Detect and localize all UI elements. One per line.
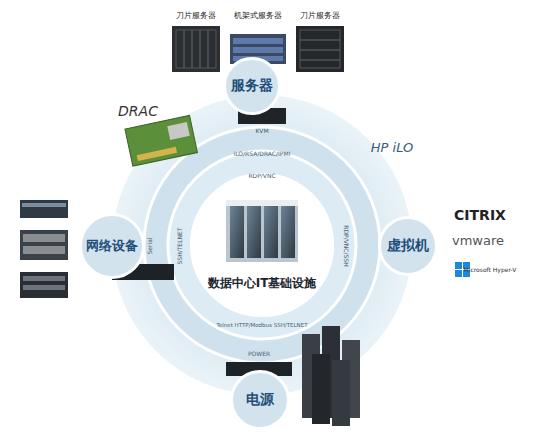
circle-shape (192, 175, 333, 316)
circle-shape (232, 372, 289, 429)
node-label: 虚拟机 (387, 237, 429, 255)
server-type: 机架式服务器 (234, 12, 282, 21)
power-circle: 电源 (230, 370, 290, 430)
center-disc (190, 173, 334, 317)
node-label: 电源 (246, 391, 274, 409)
server-type: 刀片服务器 (176, 12, 216, 21)
circle-shape (225, 59, 280, 114)
node-label: 数据中心IT基础设施 (208, 275, 317, 292)
circle-outline (190, 173, 334, 317)
protocol-label: RDP/VNC (248, 173, 275, 180)
middle-ring (144, 127, 380, 363)
port-label: KVM (255, 128, 268, 135)
protocol-label: RDP/VNC/SSH (343, 225, 350, 266)
network-devices (20, 200, 174, 298)
node-label: 网络设备 (86, 237, 138, 255)
card-name: DRAC (118, 104, 158, 119)
vendor-logo: vmware (452, 234, 504, 248)
vendor-logo: CITRIX (454, 208, 506, 223)
protocol-label: Telnet HTTP/Modbus SSH/TELNET (216, 322, 307, 328)
network-circle: 网络设备 (79, 213, 145, 279)
server-circle: 服务器 (223, 57, 281, 115)
node-label: 服务器 (231, 77, 273, 95)
outer-ring (112, 95, 412, 395)
server-type: 刀片服务器 (300, 12, 340, 21)
card-name: HP iLO (371, 141, 413, 155)
port-label: POWER (248, 351, 270, 358)
center-circle: 数据中心IT基础设施 (190, 173, 334, 317)
inner-ring (168, 151, 356, 339)
protocol-label: SSH/TELNET (177, 228, 184, 265)
vendor-logo: Microsoft Hyper-V (464, 267, 517, 274)
drac-card (125, 115, 197, 166)
data-center-photo (226, 200, 298, 262)
vm-circle: 虚拟机 (378, 216, 438, 276)
circle-shape (81, 215, 144, 278)
protocol-label: iLO/RSA/DRAC/IPMI (234, 151, 291, 158)
circle-shape (380, 218, 437, 275)
port-label: Serial (147, 238, 154, 255)
